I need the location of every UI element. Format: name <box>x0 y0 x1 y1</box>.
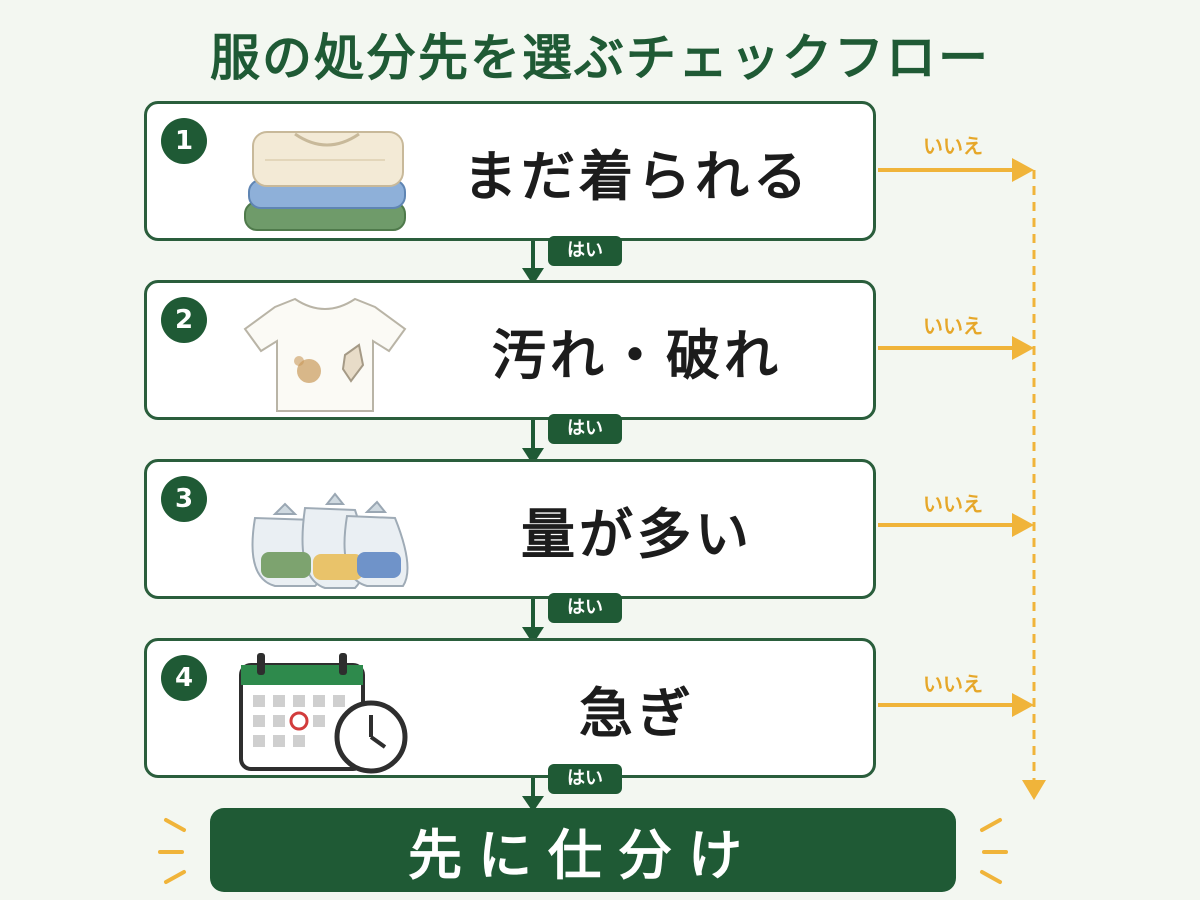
yes-arrow-head-4 <box>522 796 544 812</box>
no-label-3: いいえ <box>923 492 983 516</box>
no-arrow-head-3 <box>1012 513 1034 537</box>
yes-arrow-head-3 <box>522 627 544 644</box>
step-number: 1 <box>161 118 207 164</box>
step-label: 汚れ・破れ <box>492 323 782 387</box>
yes-arrow-head-1 <box>522 268 544 285</box>
step-card-3: 3 量が多い <box>144 459 876 599</box>
step-card-4: 4 急ぎ <box>144 638 876 778</box>
sparkle-icon <box>158 818 1008 884</box>
no-label-2: いいえ <box>923 314 983 338</box>
step-label: 量が多い <box>521 502 753 566</box>
page-title: 服の処分先を選ぶチェックフロー <box>210 29 990 87</box>
yes-badge-3: はい <box>548 593 622 623</box>
folded-clothes-icon <box>244 131 406 231</box>
calendar-clock-icon <box>239 653 408 774</box>
no-label-1: いいえ <box>923 134 983 158</box>
step-card-1: 1 まだ着られる <box>144 101 876 241</box>
stained-tshirt-icon <box>243 297 407 412</box>
no-label-4: いいえ <box>923 672 983 696</box>
step-label: 急ぎ <box>579 681 695 745</box>
step-number: 2 <box>161 297 207 343</box>
no-arrow-head-2 <box>1012 336 1034 360</box>
no-arrow-head-1 <box>1012 158 1034 182</box>
clothing-bags-icon <box>251 492 409 589</box>
step-label: まだ着られる <box>463 144 811 208</box>
result-box: 先に仕分け <box>210 808 956 892</box>
no-arrow-head-4 <box>1012 693 1034 717</box>
step-number: 3 <box>161 476 207 522</box>
step-card-2: 2 汚れ・破れ <box>144 280 876 420</box>
yes-badge-2: はい <box>548 414 622 444</box>
yes-badge-1: はい <box>548 236 622 266</box>
step-number: 4 <box>161 655 207 701</box>
yes-arrow-head-2 <box>522 448 544 465</box>
no-dashed-arrow-head <box>1022 780 1046 800</box>
yes-badge-4: はい <box>548 764 622 794</box>
